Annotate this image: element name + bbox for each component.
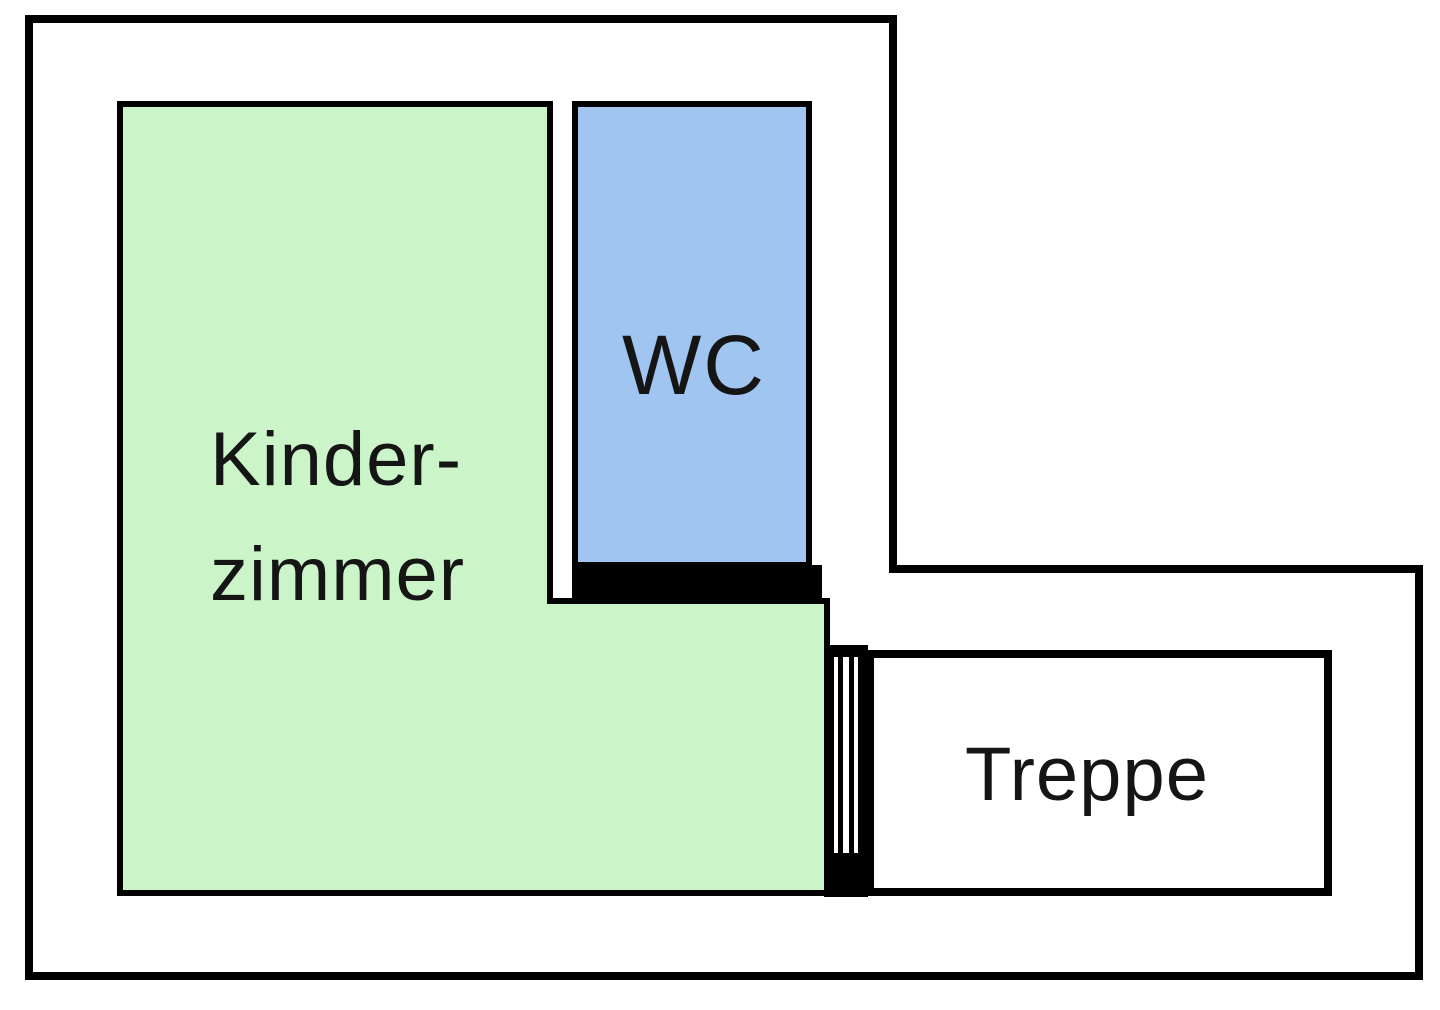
door-leaf-line-right [849,657,854,853]
door-opening [834,657,858,853]
door-icon [824,645,868,897]
kinderzimmer-label-line1: Kinder- [210,417,462,502]
treppe-label: Treppe [965,732,1209,817]
wc-threshold-wall [572,565,822,601]
kinderzimmer-label-line2: zimmer [210,532,466,617]
wc-label: WC [622,318,766,412]
outer-wall [25,15,1423,980]
door-leaf-line-left [838,657,843,853]
room-kinderzimmer [117,101,830,896]
kinderzimmer-label: Kinder- zimmer [210,402,465,632]
room-treppe [866,650,1332,896]
room-wc [572,101,812,568]
